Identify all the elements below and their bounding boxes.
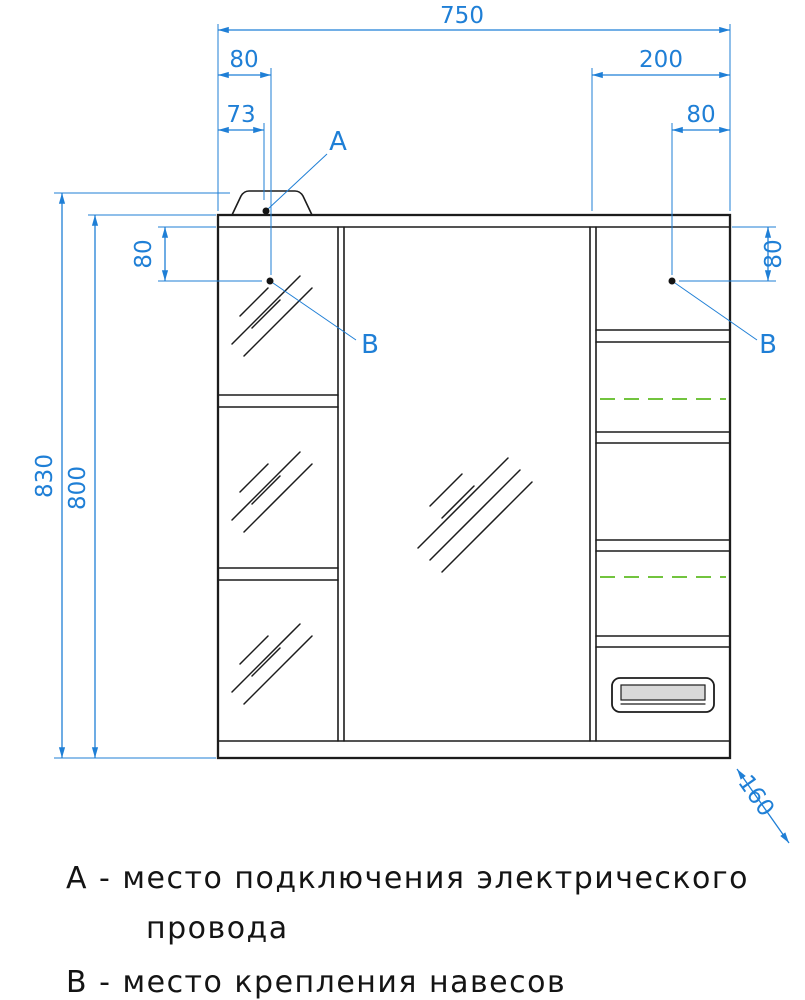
dim-side-left-80: 80: [131, 239, 157, 268]
mirror-hatch-left-top: [231, 275, 313, 357]
legend-line-3: В - место крепления навесов: [66, 965, 566, 1000]
dim-side-right-80: 80: [761, 239, 787, 268]
point-a-label: A: [329, 127, 347, 157]
legend-line-1: А - место подключения электрического: [66, 861, 749, 896]
dim-top-right-80: 80: [686, 102, 715, 128]
mirror-hatch-left-bottom: [231, 623, 313, 705]
glass-shelves: [600, 398, 726, 578]
dim-top-left-73: 73: [226, 102, 255, 128]
dim-height-body: 800: [65, 466, 91, 510]
cabinet-body: [216, 213, 732, 760]
dimension-lines: [58, 26, 790, 844]
legend: А - место подключения электрического про…: [66, 861, 749, 1000]
dim-height-total: 830: [32, 454, 58, 498]
leader-lines: [262, 153, 758, 341]
drawer-handle: [611, 677, 715, 713]
point-b-right-dot: [668, 277, 676, 285]
dim-depth-160: 160: [732, 771, 778, 822]
cabinet-outline: [216, 213, 732, 760]
legend-line-2: провода: [146, 911, 289, 946]
dim-width-total: 750: [440, 3, 484, 29]
point-a-dot: [262, 207, 270, 215]
mirror-hatch-center-door: [417, 457, 533, 573]
point-b-left-dot: [266, 277, 274, 285]
mirror-hatch-left-middle: [231, 451, 313, 533]
lamp: [231, 190, 313, 216]
point-b-right-label: B: [759, 330, 777, 360]
dim-top-left-80: 80: [229, 47, 258, 73]
point-b-left-label: B: [361, 330, 379, 360]
dim-top-right-200: 200: [639, 47, 683, 73]
extension-lines: [54, 24, 776, 759]
